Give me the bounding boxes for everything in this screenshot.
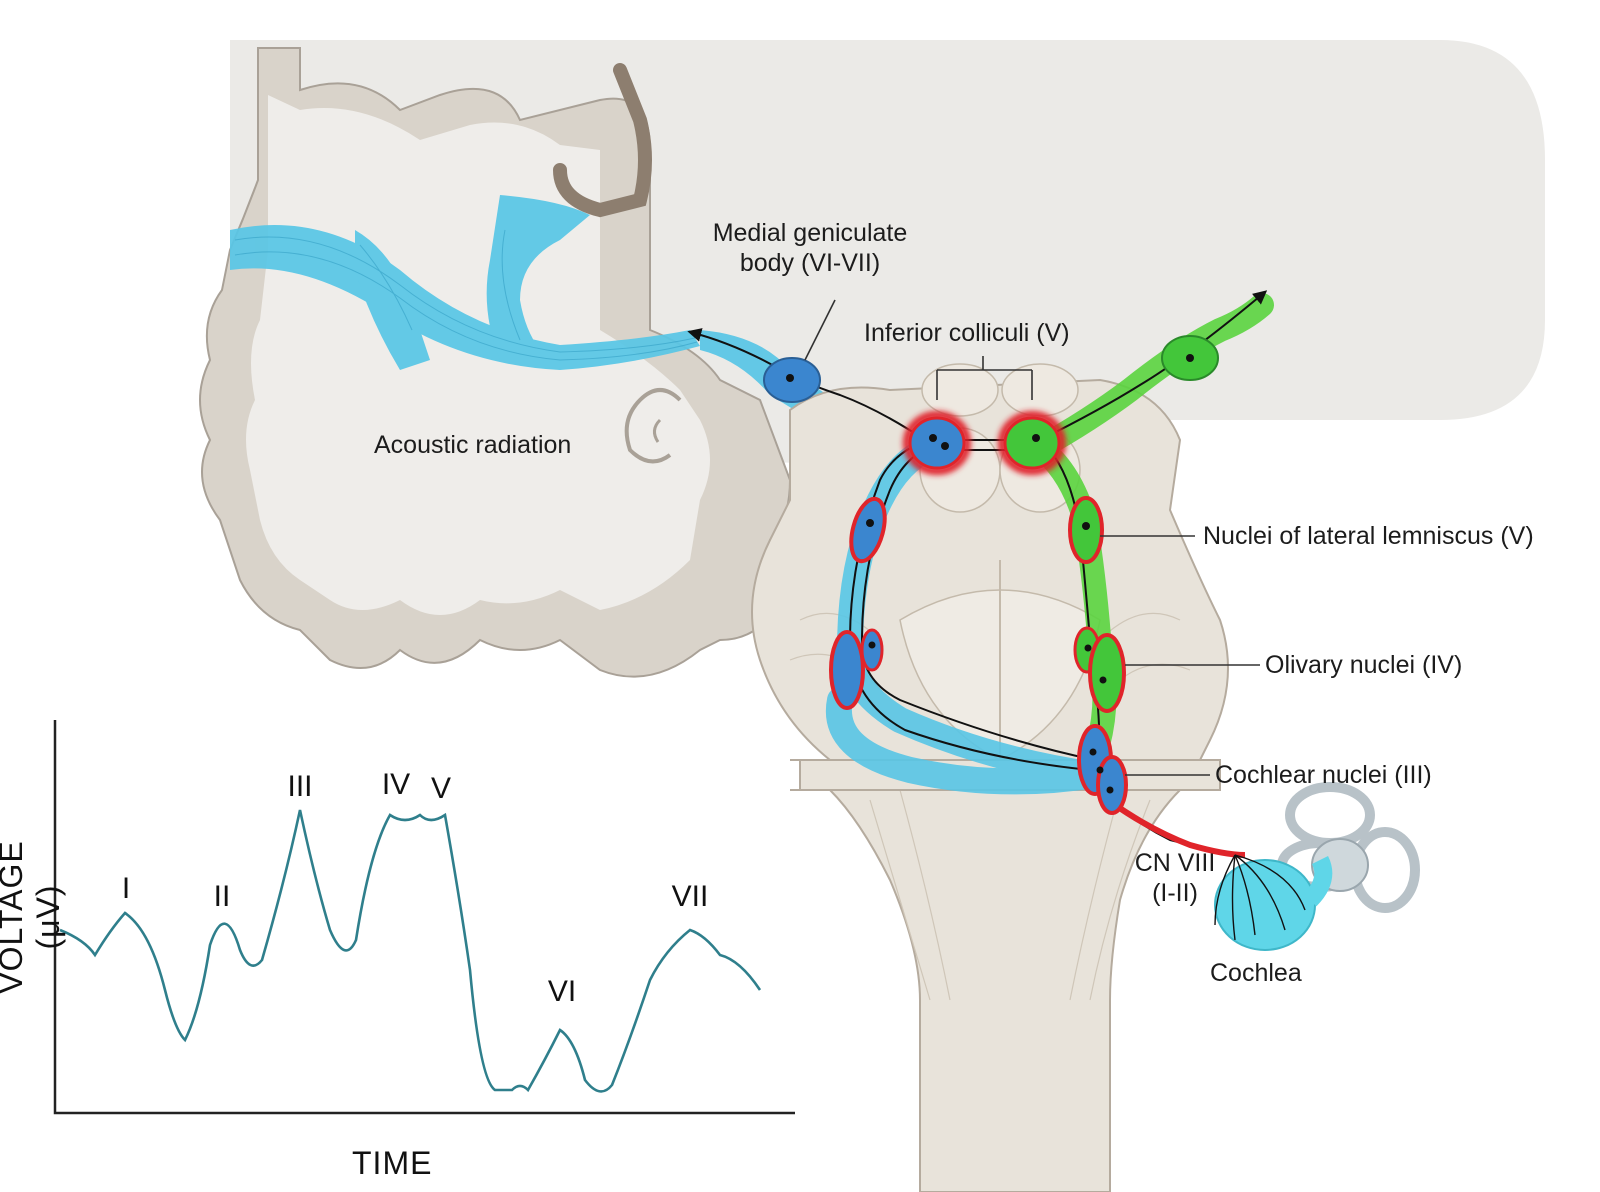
abr-trace [59,809,762,1093]
abr-axes [53,720,795,1115]
wave-label-vii: VII [671,880,709,913]
lateral-lemniscus-label: Nuclei of lateral lemniscus (V) [1203,522,1534,550]
sulcus [553,63,652,218]
wave-label-iv: IV [381,768,411,801]
cn-viii-label-line1: CN VIII [1134,849,1216,877]
y-axis-title: VOLTAGE (μV) [0,840,66,994]
medial-geniculate-nucleus [763,357,821,403]
temporal-fold [624,388,682,464]
cochlear-nucleus-nucleus [1077,724,1128,815]
temporal-fold-2 [653,418,662,443]
cochlear-nerve [1106,797,1246,858]
nuclei [763,335,1219,815]
cochlear-nuclei-label: Cochlear nuclei (III) [1215,761,1432,789]
lateral-lemniscus-left-nucleus [849,496,887,564]
olivary-nuclei-label: Olivary nuclei (IV) [1265,651,1463,679]
leader-lines [804,299,1260,776]
x-axis-title: TIME [352,1145,433,1181]
inferior-colliculus-left-nucleus [903,411,971,475]
cn-viii-label-line2: (I-II) [1152,879,1198,907]
right-geniculate-nucleus [1161,335,1219,381]
radiation-fibers [234,229,698,361]
lateral-lemniscus-right-nucleus [1068,496,1104,564]
cochlea [1214,854,1333,951]
medial-geniculate-label: Medial geniculate body (VI-VII) [690,218,930,278]
inferior-colliculi-label: Inferior colliculi (V) [864,319,1070,347]
cn-viii-label: CN VIII (I-II) [1120,848,1230,908]
wave-label-i: I [121,872,131,905]
wave-label-iii: III [287,770,313,803]
olivary-left-nucleus [829,628,884,710]
olivary-right-nucleus [1073,626,1126,713]
wave-label-v: V [430,772,452,805]
inferior-colliculus-right-nucleus [998,411,1066,475]
medial-geniculate-label-line1: Medial geniculate [712,219,908,247]
cochlea-label: Cochlea [1210,959,1302,987]
acoustic-radiation-label: Acoustic radiation [374,431,572,459]
medial-geniculate-label-line2: body (VI-VII) [739,249,881,277]
wave-label-ii: II [213,880,231,913]
wave-label-vi: VI [547,975,577,1008]
